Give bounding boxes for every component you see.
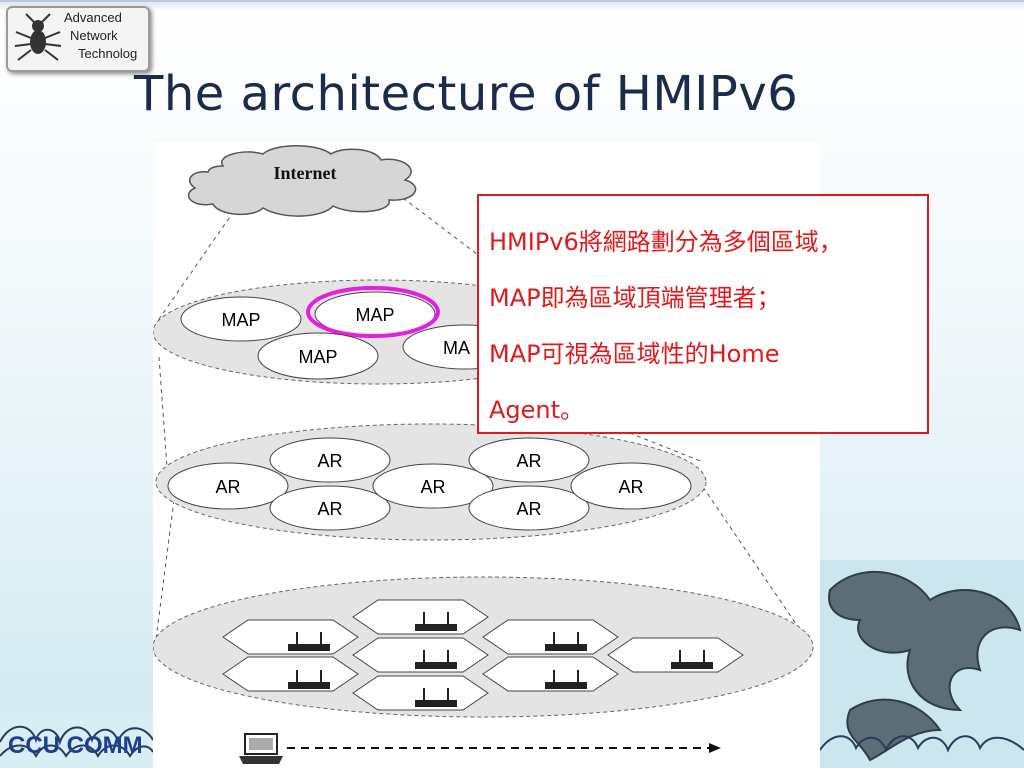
logo: Advanced Network Technolog xyxy=(6,6,150,72)
ar-node xyxy=(570,462,692,510)
footer-label: CCU COMM xyxy=(8,732,143,759)
map-node-label: MAP xyxy=(221,310,260,330)
access-point-icon xyxy=(288,632,330,651)
ar-node xyxy=(468,437,590,483)
ar-node xyxy=(269,485,391,531)
ar-node-label: AR xyxy=(215,477,240,497)
map-node-label: MAP xyxy=(355,305,394,325)
ar-node-label: AR xyxy=(317,499,342,519)
ant-icon xyxy=(14,13,62,61)
ar-node xyxy=(468,485,590,531)
slide-title: The architecture of HMIPv6 xyxy=(134,66,799,122)
map-node xyxy=(257,332,379,380)
note-line-3: MAP可視為區域性的Home xyxy=(489,340,780,368)
ar-node xyxy=(269,437,391,483)
laptop-icon xyxy=(239,733,283,764)
ar-node xyxy=(167,462,289,510)
access-point-icon xyxy=(415,688,457,707)
ar-node-label: AR xyxy=(516,499,541,519)
ar-node-label: AR xyxy=(420,477,445,497)
access-point-icon xyxy=(415,650,457,669)
access-point-icon xyxy=(415,612,457,631)
logo-line-3: Technolog xyxy=(78,46,138,61)
access-point-icon xyxy=(545,670,587,689)
arrowhead-icon xyxy=(709,743,721,753)
internet-label: Internet xyxy=(274,163,337,183)
ar-node-label: AR xyxy=(618,477,643,497)
internet-cloud: Internet xyxy=(187,145,417,217)
access-point-icon xyxy=(671,650,713,669)
dragon-decoration-right xyxy=(820,560,1024,768)
map-node xyxy=(180,296,302,342)
slide-top-bar xyxy=(0,0,1024,11)
map-node-label: MAP xyxy=(298,347,337,367)
note-line-4: Agent。 xyxy=(489,396,585,424)
wave-decoration-left xyxy=(0,712,153,768)
ar-node xyxy=(372,463,494,509)
ar-nodes: AR AR AR AR AR AR AR xyxy=(167,437,692,531)
ar-node-label: AR xyxy=(516,451,541,471)
logo-line-2: Network xyxy=(70,28,118,43)
access-point-icon xyxy=(288,670,330,689)
map-highlight-ring xyxy=(306,286,440,338)
access-points xyxy=(288,612,713,707)
note-line-2: MAP即為區域頂端管理者； xyxy=(489,284,781,312)
map-node-label-partial: MA xyxy=(443,338,470,358)
note-line-1: HMIPv6將網路劃分為多個區域， xyxy=(489,228,843,256)
explanation-box: HMIPv6將網路劃分為多個區域， MAP即為區域頂端管理者； MAP可視為區域… xyxy=(477,194,929,434)
logo-line-1: Advanced xyxy=(64,10,122,25)
ar-node-label: AR xyxy=(317,451,342,471)
access-point-icon xyxy=(545,632,587,651)
